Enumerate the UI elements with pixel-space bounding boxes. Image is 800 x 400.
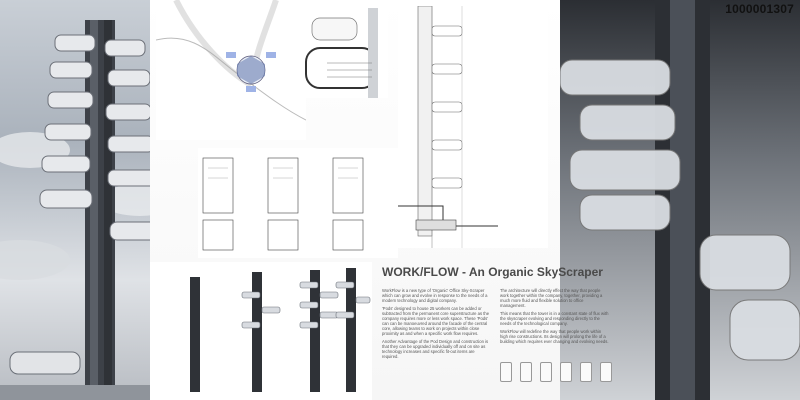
desc-right-p1: The architecture will directly effect th… (500, 288, 603, 308)
desc-left-p2: 'Pods' designed to house 25 workers can … (382, 306, 490, 336)
tower-section-drawing (398, 6, 548, 248)
pod-thumbnail (540, 362, 552, 382)
site-plan-diagram (156, 0, 306, 140)
pod-thumbnail (500, 362, 512, 382)
growth-stage-renders (150, 262, 372, 400)
pod-thumbnail (580, 362, 592, 382)
desc-right-p3: WorkFlow will redefine the way that peop… (500, 329, 609, 344)
right-tower-render (560, 0, 800, 400)
desc-left-p3: Another Advantage of the Pod Design and … (382, 339, 489, 359)
project-code: 1000001307 (725, 2, 794, 16)
floor-plan-series (198, 148, 398, 258)
pod-thumbnail (520, 362, 532, 382)
left-tower-render (0, 0, 168, 400)
poster-title: WORK/FLOW - An Organic SkyScraper (382, 265, 603, 279)
desc-left-p1: WorkFlow is a new type of 'Organic' Offi… (382, 288, 488, 303)
pod-detail-diagram (302, 8, 388, 98)
left-tower-illustration (0, 20, 168, 400)
description-right: The architecture will directly effect th… (500, 288, 610, 344)
description-left: WorkFlow is a new type of 'Organic' Offi… (382, 288, 492, 359)
pod-type-thumbnails (500, 362, 620, 386)
title-subtitle: - An Organic SkyScraper (462, 265, 603, 279)
pod-thumbnail (600, 362, 612, 382)
right-tower-illustration (560, 0, 800, 400)
pod-thumbnail (560, 362, 572, 382)
desc-right-p2: This means that the tower is in a consta… (500, 311, 609, 326)
diagram-sheet (150, 0, 570, 400)
title-main: WORK/FLOW (382, 265, 459, 279)
